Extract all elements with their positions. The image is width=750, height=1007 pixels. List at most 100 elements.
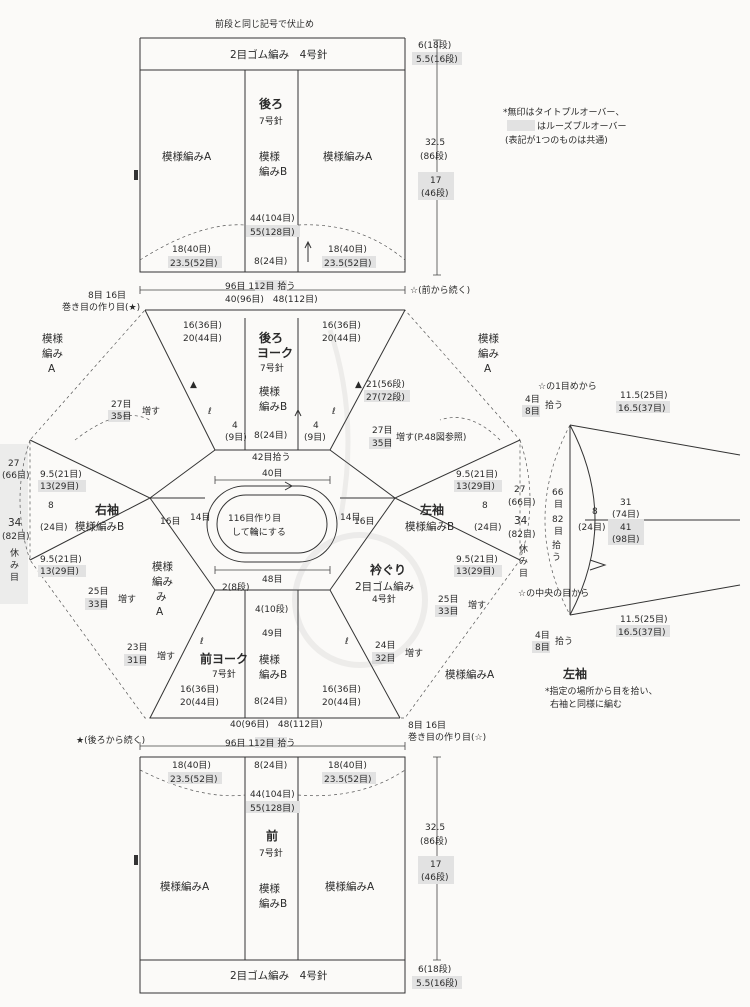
right-sleeve-rest-1: 27 bbox=[8, 459, 19, 469]
pickup-top-note-1: 8目 16目 bbox=[88, 290, 126, 301]
svg-text:A: A bbox=[156, 606, 164, 618]
collar-bottom-center: 4(10段) bbox=[255, 603, 288, 615]
svg-text:編みB: 編みB bbox=[259, 897, 287, 910]
back-yoke-left-2: 20(44目) bbox=[183, 333, 222, 344]
front-needle: 7号針 bbox=[259, 847, 283, 859]
sleeve-detail-note-top: ☆の1目めから bbox=[538, 381, 597, 392]
sleeve-detail-stitch-bot-2: 8目 bbox=[535, 642, 550, 653]
back-width-2: 55(128目) bbox=[250, 227, 295, 238]
back-yoke-pattern-a-right: 模様 bbox=[478, 332, 499, 345]
back-height-alt-rows: (46段) bbox=[421, 187, 448, 199]
sleeve-detail-bot-2: 16.5(37目) bbox=[618, 627, 666, 638]
front-right-1: 18(40目) bbox=[328, 760, 367, 771]
svg-text:う: う bbox=[552, 552, 561, 563]
sleeve-detail-stitch-top-1: 4目 bbox=[525, 394, 540, 405]
sleeve-detail-right-4: (98目) bbox=[612, 534, 639, 545]
svg-text:み: み bbox=[10, 560, 19, 571]
left-sleeve-title: 左袖 bbox=[419, 502, 444, 517]
back-right-bottom-1: 18(40目) bbox=[328, 244, 367, 255]
yoke-octagon bbox=[29, 309, 521, 719]
sleeve-detail-top-1: 11.5(25目) bbox=[620, 390, 668, 401]
front-yoke-right-incr-2: 32目 bbox=[375, 653, 395, 664]
sleeve-detail: ☆の1目めから 4目 8目 拾う 11.5(25目) 16.5(37目) 66 … bbox=[518, 381, 741, 710]
sleeve-detail-stitch-bot-1: 4目 bbox=[535, 630, 550, 641]
svg-text:み: み bbox=[156, 591, 167, 603]
back-pattern-b: 模様 bbox=[259, 150, 280, 163]
left-sleeve-rest-3: 34 bbox=[514, 515, 528, 527]
back-yoke-title: 後ろ bbox=[259, 330, 283, 345]
left-sleeve-rest-2: (66目) bbox=[508, 497, 535, 508]
sleeve-detail-bot-1: 11.5(25目) bbox=[620, 614, 668, 625]
right-sleeve-top-2: 13(29目) bbox=[40, 481, 79, 492]
left-sleeve-rest-4: (82目) bbox=[508, 529, 535, 540]
back-yoke-incr-stitches-1: 27目 bbox=[372, 425, 392, 436]
front-yoke-left-2: 20(44目) bbox=[180, 697, 219, 708]
back-yoke-incr-stitches-2: 35目 bbox=[372, 438, 392, 449]
front-right-2: 23.5(52目) bbox=[324, 774, 372, 785]
pickup-bottom-left: ★(後ろから続く) bbox=[76, 734, 145, 746]
front-center: 8(24目) bbox=[254, 760, 287, 771]
sleeve-detail-right-2: (74目) bbox=[612, 509, 639, 520]
right-sleeve-title: 右袖 bbox=[94, 502, 119, 517]
front-yoke-left-1: 16(36目) bbox=[180, 684, 219, 695]
pickup-top: 8目 16目 巻き目の作り目(★) 96目 112目 拾う ☆(前から続く) bbox=[62, 280, 470, 313]
sleeve-detail-right-3: 41 bbox=[620, 523, 631, 533]
back-rib-label: 2目ゴム編み 4号針 bbox=[230, 48, 328, 61]
back-yoke-left-incr-1: 27目 bbox=[111, 399, 131, 410]
front-yoke-bottom-width: 40(96目) 48(112目) bbox=[230, 719, 323, 730]
note-line-1: *無印はタイトプルオーバー、 bbox=[503, 106, 624, 118]
watermark bbox=[292, 329, 428, 668]
front-yoke: 49目 前ヨーク 7号針 模様 編みB 23目 31目 増す 24目 32目 増… bbox=[124, 628, 495, 730]
front-title: 前 bbox=[266, 828, 278, 843]
svg-text:ヨーク: ヨーク bbox=[257, 346, 293, 360]
svg-text:▲: ▲ bbox=[190, 380, 197, 390]
front-yoke-incr-1: 23目 bbox=[127, 642, 147, 653]
pickup-top-text: 96目 112目 拾う bbox=[225, 280, 295, 292]
pickup-bottom-right-1: 8目 16目 bbox=[408, 720, 446, 731]
sleeve-detail-mid-3: 82 bbox=[552, 515, 563, 525]
left-sleeve-incr-2: 33目 bbox=[438, 606, 458, 617]
sleeve-detail-center-1: 8 bbox=[592, 507, 598, 517]
front-yoke-pattern: 模様 bbox=[259, 653, 280, 666]
front-yoke-right-1: 16(36目) bbox=[322, 684, 361, 695]
back-yoke-left-incr-label: 増す bbox=[142, 405, 160, 417]
svg-text:A: A bbox=[48, 363, 56, 375]
collar-right-1: 16目 bbox=[354, 516, 374, 527]
right-sleeve-rest-5: 休 bbox=[10, 547, 19, 559]
front-pattern-a-left: 模様編みA bbox=[160, 880, 210, 893]
right-sleeve-incr-2: 33目 bbox=[88, 599, 108, 610]
svg-text:編み: 編み bbox=[42, 347, 63, 360]
back-needle: 7号針 bbox=[259, 115, 283, 127]
back-pattern-a-right: 模様編みA bbox=[323, 150, 373, 163]
right-sleeve: 右袖 模様編みB 9.5(21目) 13(29目) 8 (24目) 9.5(21… bbox=[0, 439, 173, 618]
front-yoke-needle: 7号針 bbox=[212, 668, 236, 680]
collar-top: 40目 bbox=[262, 468, 282, 479]
sleeve-detail-note-mid: ☆の中央の目から bbox=[518, 587, 589, 599]
back-title: 後ろ bbox=[259, 96, 283, 111]
left-sleeve-rest-1: 27 bbox=[514, 485, 525, 495]
back-yoke: 40(96目) 48(112目) 16(36目) 20(44目) 16(36目)… bbox=[42, 294, 501, 463]
back-height-rows: (86段) bbox=[420, 150, 447, 162]
left-sleeve-incr-label: 増す bbox=[468, 599, 486, 611]
front-left-1: 18(40目) bbox=[172, 760, 211, 771]
sleeve-detail-pick-top: 拾う bbox=[545, 399, 563, 411]
left-sleeve-mid-2: (24目) bbox=[474, 522, 501, 533]
back-yoke-incr-ref: 増す(P.48図参照) bbox=[396, 431, 466, 443]
back-body: 前段と同じ記号で伏止め 2目ゴム編み 4号針 6(18段) 5.5(16段) 模… bbox=[134, 18, 462, 276]
front-yoke-incr-2: 31目 bbox=[127, 655, 147, 666]
right-sleeve-rest-3: 34 bbox=[8, 517, 22, 529]
left-sleeve-bot-1: 9.5(21目) bbox=[456, 554, 498, 565]
collar-bottom-left: 2(8段) bbox=[222, 581, 249, 593]
right-sleeve-mid: 8 bbox=[48, 501, 54, 511]
collar-left-2: 14目 bbox=[190, 512, 210, 523]
back-left-bottom-1: 18(40目) bbox=[172, 244, 211, 255]
front-height-alt: 17 bbox=[430, 860, 441, 870]
back-yoke-left-1: 16(36目) bbox=[183, 320, 222, 331]
back-yoke-pattern-a-left: 模様 bbox=[42, 332, 63, 345]
front-height: 32.5 bbox=[425, 823, 445, 833]
svg-text:4: 4 bbox=[313, 421, 319, 431]
sleeve-detail-right-1: 31 bbox=[620, 498, 631, 508]
back-yoke-right-2: 20(44目) bbox=[322, 333, 361, 344]
front-rib-label: 2目ゴム編み 4号針 bbox=[230, 969, 328, 982]
